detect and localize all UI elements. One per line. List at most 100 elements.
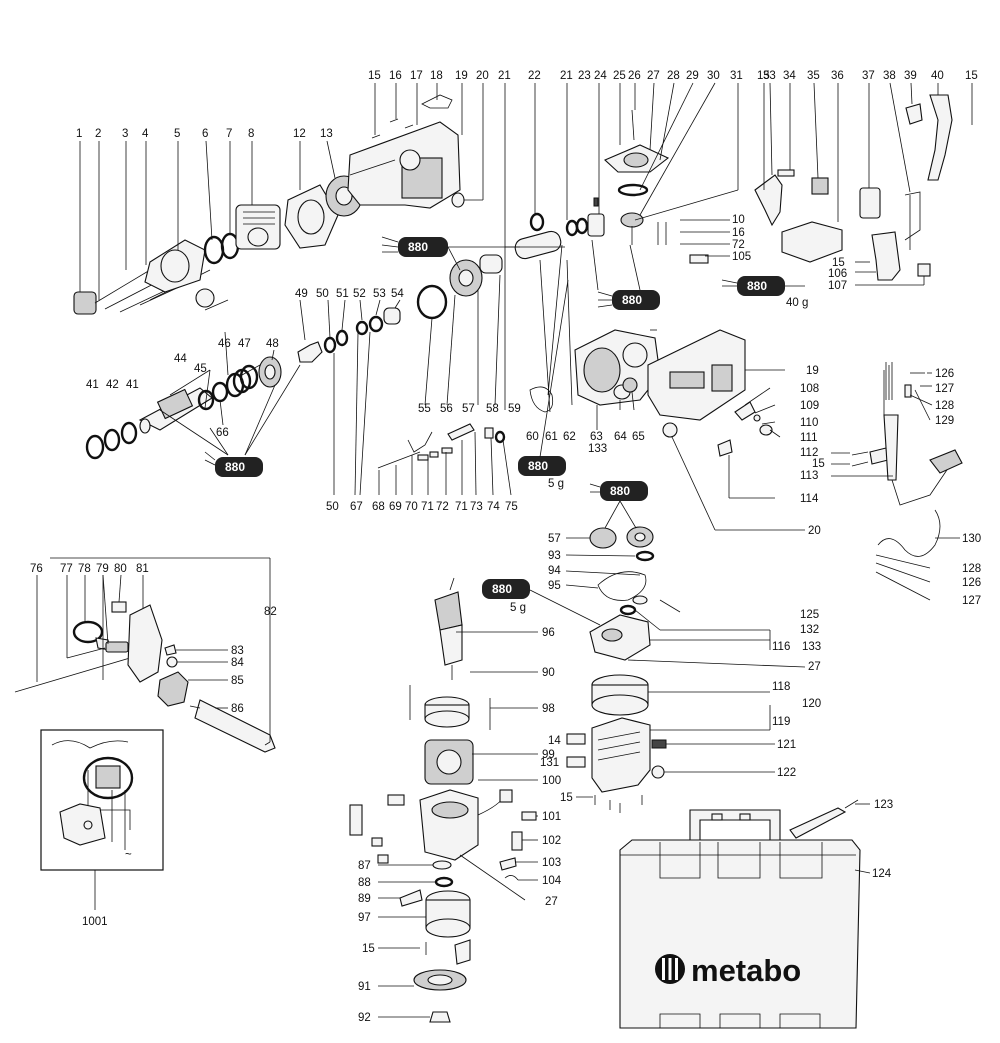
label-97: 97 bbox=[358, 912, 371, 924]
label-118: 118 bbox=[772, 681, 790, 693]
label-45: 45 bbox=[194, 363, 207, 375]
part-bracket-left bbox=[387, 794, 405, 806]
label-68: 68 bbox=[372, 501, 385, 513]
label-60: 60 bbox=[526, 431, 539, 443]
label-80: 80 bbox=[114, 563, 127, 575]
label-50-b: 50 bbox=[326, 501, 339, 513]
label-93: 93 bbox=[548, 550, 561, 562]
label-42: 42 bbox=[106, 379, 119, 391]
label-123: 123 bbox=[874, 799, 893, 811]
label-130: 130 bbox=[962, 533, 981, 545]
label-120: 120 bbox=[802, 698, 821, 710]
label-96: 96 bbox=[542, 627, 555, 639]
part-5-flange bbox=[144, 239, 206, 293]
part-71-pin bbox=[429, 451, 439, 458]
part-110-power-cord bbox=[883, 362, 963, 506]
grease-tube-7-label: 880 bbox=[492, 582, 512, 596]
label-59: 59 bbox=[508, 403, 521, 415]
part-75-ring bbox=[494, 430, 506, 444]
part-116-bearing-plate bbox=[589, 614, 651, 661]
label-88: 88 bbox=[358, 877, 371, 889]
label-111: 111 bbox=[800, 432, 817, 444]
label-37: 37 bbox=[862, 70, 875, 82]
label-40: 40 bbox=[931, 70, 944, 82]
label-41-b: 41 bbox=[126, 379, 139, 391]
part-20-washer bbox=[451, 192, 465, 208]
part-90-fan bbox=[424, 696, 470, 728]
label-125: 125 bbox=[800, 609, 819, 621]
part-79-screw bbox=[105, 641, 129, 653]
label-26: 26 bbox=[628, 70, 641, 82]
part-86-side-handle bbox=[189, 699, 276, 753]
label-101: 101 bbox=[542, 811, 561, 823]
label-17: 17 bbox=[410, 70, 423, 82]
part-101-connector bbox=[521, 811, 537, 821]
label-4: 4 bbox=[142, 128, 149, 140]
label-21-a: 21 bbox=[498, 70, 511, 82]
label-127-a: 127 bbox=[935, 383, 954, 395]
part-108-clip bbox=[734, 401, 756, 421]
label-131: 131 bbox=[540, 757, 559, 769]
label-133-b: 133 bbox=[802, 641, 821, 653]
part-48-gear bbox=[258, 356, 282, 388]
part-68-fork bbox=[407, 431, 433, 453]
label-84: 84 bbox=[231, 657, 244, 669]
leader-lines bbox=[36, 82, 973, 1018]
label-53: 53 bbox=[373, 288, 386, 300]
label-90: 90 bbox=[542, 667, 555, 679]
grease-tube-2: 880 bbox=[597, 290, 660, 310]
label-132: 132 bbox=[800, 624, 819, 636]
part-122-plug bbox=[651, 765, 665, 779]
tube-weight-5g-b: 5 g bbox=[510, 602, 526, 614]
label-50-a: 50 bbox=[316, 288, 329, 300]
part-21-o-ring bbox=[565, 219, 579, 237]
label-48: 48 bbox=[266, 338, 279, 350]
tube-weight-40g: 40 g bbox=[786, 297, 808, 309]
part-96-armature bbox=[434, 577, 463, 680]
label-108: 108 bbox=[800, 383, 819, 395]
part-114-clip bbox=[717, 439, 733, 457]
part-95-gasket bbox=[597, 571, 647, 601]
part-106-handle-base bbox=[871, 231, 901, 281]
label-5: 5 bbox=[174, 128, 180, 140]
label-104: 104 bbox=[542, 875, 562, 887]
part-38-wire-spring bbox=[904, 191, 921, 250]
part-58-pinion bbox=[479, 254, 503, 274]
label-57-a: 57 bbox=[462, 403, 475, 415]
part-35-carbon-brush bbox=[811, 177, 829, 195]
part-107-clip bbox=[917, 263, 931, 277]
label-25: 25 bbox=[613, 70, 626, 82]
part-37-switch bbox=[859, 187, 881, 219]
part-41-ring-b bbox=[120, 421, 138, 445]
part-78-clamp-band bbox=[72, 620, 111, 651]
label-65: 65 bbox=[632, 431, 645, 443]
part-29-seal-ring bbox=[617, 183, 649, 197]
part-47-spring bbox=[225, 364, 259, 398]
label-79: 79 bbox=[96, 563, 109, 575]
label-62: 62 bbox=[563, 431, 576, 443]
part-92-foot bbox=[429, 1011, 451, 1023]
label-109: 109 bbox=[800, 400, 819, 412]
part-103-clip bbox=[499, 857, 517, 871]
label-30: 30 bbox=[707, 70, 720, 82]
label-121: 121 bbox=[777, 739, 796, 751]
label-20-b: 20 bbox=[808, 525, 821, 537]
part-74-key bbox=[484, 427, 494, 439]
label-69: 69 bbox=[389, 501, 402, 513]
label-107: 107 bbox=[828, 280, 847, 292]
part-113-screw bbox=[851, 461, 869, 467]
part-36-electronic-module bbox=[781, 221, 843, 263]
label-100: 100 bbox=[542, 775, 561, 787]
label-127-b: 127 bbox=[962, 595, 981, 607]
part-41-ring bbox=[85, 434, 105, 460]
label-19-a: 19 bbox=[455, 70, 468, 82]
part-123-chisel bbox=[789, 799, 859, 839]
label-71-b: 71 bbox=[455, 501, 468, 513]
part-104-spring bbox=[504, 875, 519, 881]
label-15-e: 15 bbox=[812, 458, 825, 470]
part-131-label bbox=[566, 756, 586, 768]
label-44: 44 bbox=[174, 353, 187, 365]
label-18: 18 bbox=[430, 70, 443, 82]
label-83: 83 bbox=[231, 645, 244, 657]
